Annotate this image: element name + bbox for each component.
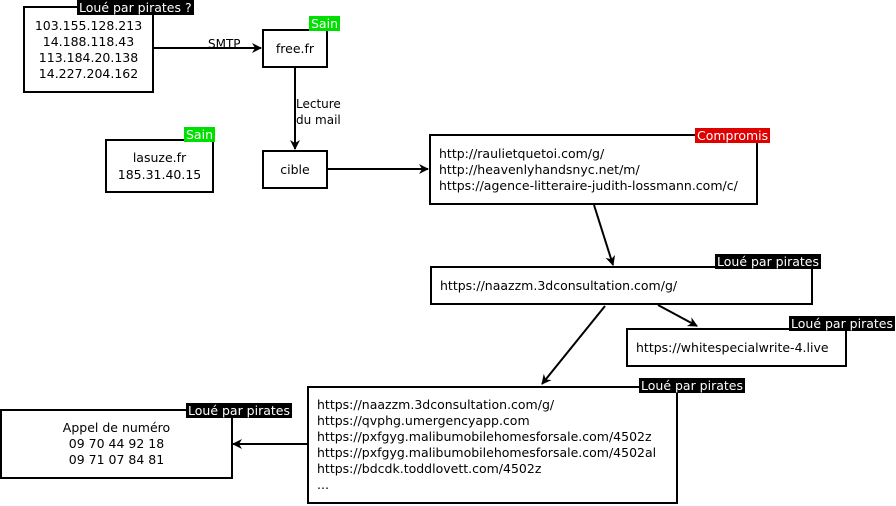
edge-label-lecture: Lecture du mail xyxy=(296,96,341,128)
node-free: free.fr xyxy=(262,29,328,68)
url: ... xyxy=(317,477,329,492)
node-naazzm: https://naazzm.3dconsultation.com/g/ xyxy=(430,266,813,305)
ip: 14.227.204.162 xyxy=(38,65,139,81)
tag-white: Loué par pirates xyxy=(789,316,895,331)
arrow-naazzm-list xyxy=(541,305,606,385)
arrow-naazzm-white xyxy=(657,304,698,327)
edge-label-line: du mail xyxy=(296,113,341,127)
tag-free: Sain xyxy=(309,16,340,31)
url: https://agence-litteraire-judith-lossman… xyxy=(439,177,738,193)
url: https://whitespecialwrite-4.live xyxy=(636,339,829,355)
url: http://raulietquetoi.com/g/ xyxy=(439,145,605,161)
node-cible: cible xyxy=(262,150,328,189)
phone: 09 70 44 92 18 xyxy=(68,436,165,451)
node-lasuze: lasuze.fr 185.31.40.15 xyxy=(105,139,214,193)
node-text: 185.31.40.15 xyxy=(117,167,202,182)
url: http://heavenlyhandsnyc.net/m/ xyxy=(439,161,640,177)
tag-appel: Loué par pirates xyxy=(186,403,292,418)
url: https://naazzm.3dconsultation.com/g/ xyxy=(317,397,555,412)
url: https://pxfgyg.malibumobilehomesforsale.… xyxy=(317,445,657,460)
node-text: free.fr xyxy=(275,41,315,56)
tag-lasuze: Sain xyxy=(184,127,215,142)
node-text: Appel de numéro xyxy=(62,420,171,435)
url: https://naazzm.3dconsultation.com/g/ xyxy=(440,277,678,293)
phone: 09 71 07 84 81 xyxy=(68,452,165,467)
tag-list: Loué par pirates xyxy=(639,378,745,393)
node-text: lasuze.fr xyxy=(132,150,187,165)
tag-compromis: Compromis xyxy=(695,128,771,143)
tag-naazzm: Loué par pirates xyxy=(715,254,821,269)
node-sources: 103.155.128.213 14.188.118.43 113.184.20… xyxy=(23,6,154,93)
node-white: https://whitespecialwrite-4.live xyxy=(626,328,847,367)
edge-label-line: Lecture xyxy=(296,97,341,111)
arrow-compromis-naazzm xyxy=(593,204,616,266)
node-compromis: http://raulietquetoi.com/g/ http://heave… xyxy=(429,134,758,205)
node-list: https://naazzm.3dconsultation.com/g/ htt… xyxy=(307,386,678,504)
node-text: cible xyxy=(280,162,310,177)
url: https://bdcdk.toddlovett.com/4502z xyxy=(317,461,542,476)
ip: 14.188.118.43 xyxy=(42,33,135,49)
tag-sources: Loué par pirates ? xyxy=(77,0,194,15)
edge-label-smtp: SMTP xyxy=(208,37,241,51)
node-appel: Appel de numéro 09 70 44 92 18 09 71 07 … xyxy=(0,409,233,479)
url: https://qvphg.umergencyapp.com xyxy=(317,413,530,428)
ip: 103.155.128.213 xyxy=(34,17,143,33)
ip: 113.184.20.138 xyxy=(38,49,139,65)
url: https://pxfgyg.malibumobilehomesforsale.… xyxy=(317,429,652,444)
